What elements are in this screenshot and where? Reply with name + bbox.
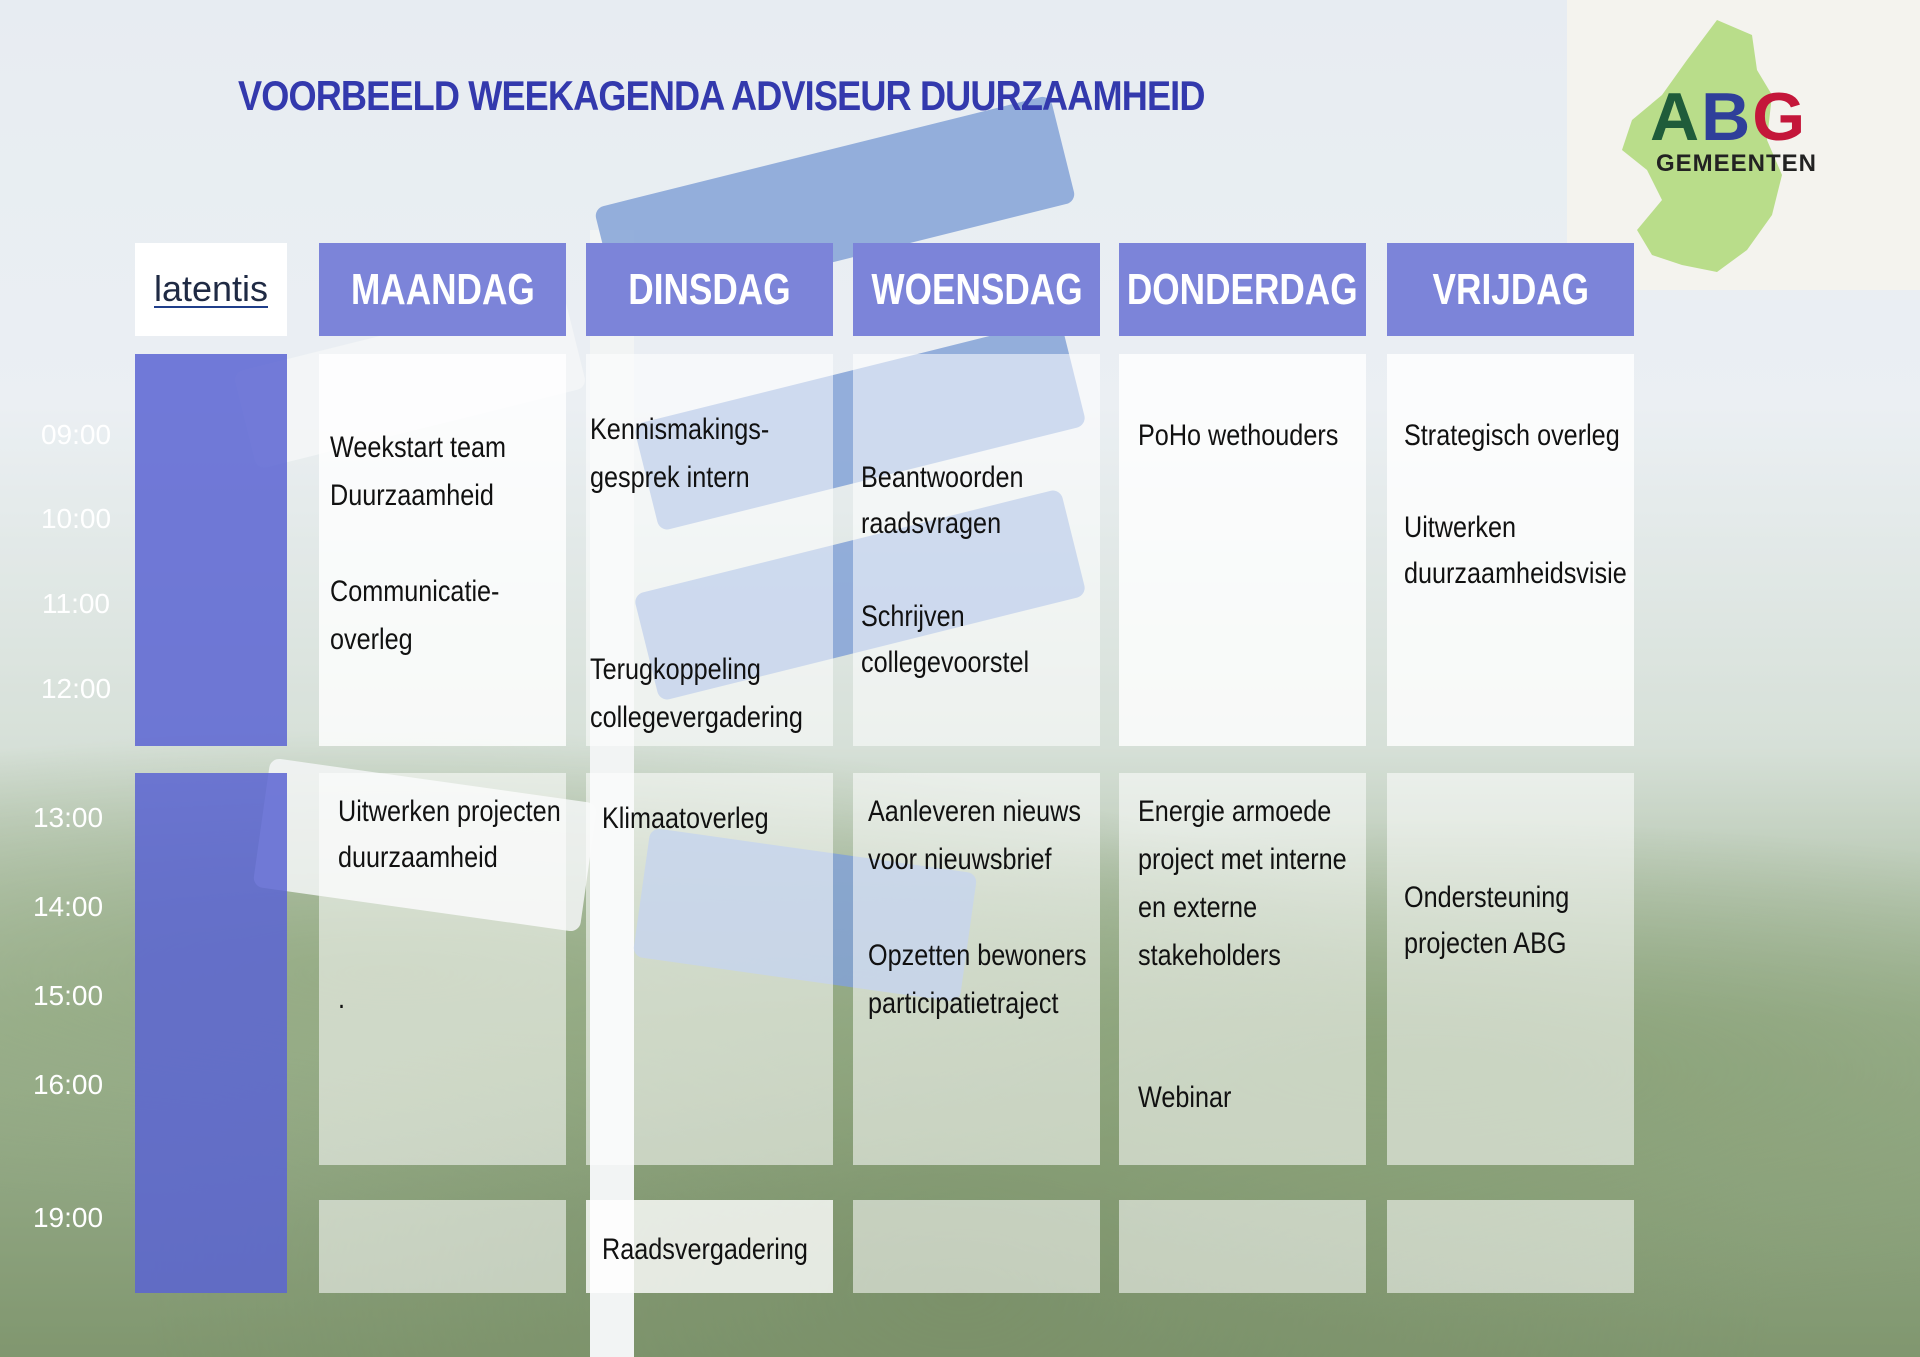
- agenda-entry: Uitwerken projecten: [338, 795, 561, 828]
- agenda-cell-donderdag-afternoon: [1119, 773, 1366, 1165]
- agenda-entry: Webinar: [1138, 1081, 1232, 1114]
- agenda-entry: Raadsvergadering: [602, 1233, 808, 1266]
- agenda-entry: Aanleveren nieuws: [868, 795, 1081, 828]
- time-label: 19:00: [32, 1202, 104, 1233]
- time-label: 14:00: [32, 891, 104, 922]
- abg-logo-subtitle: GEMEENTEN: [1656, 150, 1818, 177]
- page-title: VOORBEELD WEEKAGENDA ADVISEUR DUURZAAMHE…: [238, 72, 1205, 119]
- time-label: 10:00: [40, 503, 112, 534]
- agenda-entry: Terugkoppeling: [590, 653, 761, 686]
- agenda-entry: .: [338, 982, 346, 1015]
- time-column-morning: [135, 354, 287, 746]
- day-header-label: DINSDAG: [628, 264, 791, 314]
- time-label: 12:00: [40, 673, 112, 704]
- agenda-entry: overleg: [330, 623, 413, 656]
- day-header-label: MAANDAG: [350, 264, 535, 314]
- agenda-cell-maandag-morning: [319, 354, 566, 746]
- agenda-entry: Ondersteuning: [1404, 881, 1570, 914]
- agenda-cell-woensdag-afternoon: [853, 773, 1100, 1165]
- time-label: 16:00: [32, 1069, 104, 1100]
- agenda-cell-donderdag-evening: [1119, 1200, 1366, 1293]
- agenda-cell-maandag-evening: [319, 1200, 566, 1293]
- abg-map-icon: [1622, 20, 1782, 272]
- day-header-label: WOENSDAG: [870, 264, 1083, 314]
- time-label: 15:00: [32, 980, 104, 1011]
- agenda-cell-maandag-afternoon: [319, 773, 566, 1165]
- agenda-entry: raadsvragen: [861, 507, 1002, 540]
- agenda-entry: Duurzaamheid: [330, 479, 494, 512]
- day-header-vrijdag: VRIJDAG: [1387, 243, 1634, 336]
- agenda-entry: en externe: [1138, 891, 1258, 924]
- agenda-entry: stakeholders: [1138, 939, 1281, 972]
- agenda-cell-dinsdag-morning: [586, 354, 833, 746]
- agenda-entry: projecten ABG: [1404, 927, 1567, 960]
- abg-logo-panel: [1567, 0, 1920, 290]
- day-header-label: DONDERDAG: [1127, 264, 1358, 314]
- agenda-cell-donderdag-morning: [1119, 354, 1366, 746]
- abg-letter-a: A: [1650, 79, 1702, 155]
- abg-letter-b: B: [1701, 79, 1753, 155]
- agenda-entry: PoHo wethouders: [1138, 419, 1339, 452]
- agenda-entry: Beantwoorden: [861, 461, 1024, 494]
- agenda-cell-vrijdag-morning: [1387, 354, 1634, 746]
- abg-letter-g: G: [1752, 79, 1808, 155]
- latentis-logo-text: latentis: [153, 267, 269, 309]
- time-label: 11:00: [42, 588, 110, 619]
- agenda-entry: Energie armoede: [1138, 795, 1332, 828]
- day-header-maandag: MAANDAG: [319, 243, 566, 336]
- agenda-entry: voor nieuwsbrief: [868, 843, 1052, 876]
- agenda-entry: collegevergadering: [590, 701, 803, 734]
- day-header-donderdag: DONDERDAG: [1119, 243, 1366, 336]
- agenda-cell-dinsdag-afternoon: [586, 773, 833, 1165]
- abg-logo: ABG: [1650, 78, 1807, 156]
- agenda-entry: Weekstart team: [330, 431, 507, 464]
- agenda-entry: Kennismakings-: [590, 413, 770, 446]
- agenda-entry: duurzaamheidsvisie: [1404, 557, 1627, 590]
- agenda-entry: Communicatie-: [330, 575, 500, 608]
- agenda-entry: Schrijven: [861, 600, 965, 633]
- day-header-woensdag: WOENSDAG: [853, 243, 1100, 336]
- agenda-entry: duurzaamheid: [338, 841, 498, 874]
- agenda-entry: collegevoorstel: [861, 646, 1030, 679]
- time-column-afternoon: [135, 773, 287, 1293]
- day-header-label: VRIJDAG: [1432, 264, 1589, 314]
- agenda-entry: Opzetten bewoners: [868, 939, 1087, 972]
- agenda-cell-woensdag-evening: [853, 1200, 1100, 1293]
- agenda-entry: project met interne: [1138, 843, 1347, 876]
- agenda-cell-vrijdag-afternoon: [1387, 773, 1634, 1165]
- agenda-cell-woensdag-morning: [853, 354, 1100, 746]
- agenda-entry: gesprek intern: [590, 461, 750, 494]
- day-header-dinsdag: DINSDAG: [586, 243, 833, 336]
- agenda-entry: Klimaatoverleg: [602, 802, 769, 835]
- agenda-entry: participatietraject: [868, 987, 1059, 1020]
- agenda-entry: Uitwerken: [1404, 511, 1517, 544]
- time-label: 13:00: [32, 802, 104, 833]
- latentis-logo: latentis: [135, 243, 287, 336]
- agenda-entry: Strategisch overleg: [1404, 419, 1620, 452]
- agenda-cell-dinsdag-evening: [586, 1200, 833, 1293]
- agenda-cell-vrijdag-evening: [1387, 1200, 1634, 1293]
- time-label: 09:00: [40, 419, 112, 450]
